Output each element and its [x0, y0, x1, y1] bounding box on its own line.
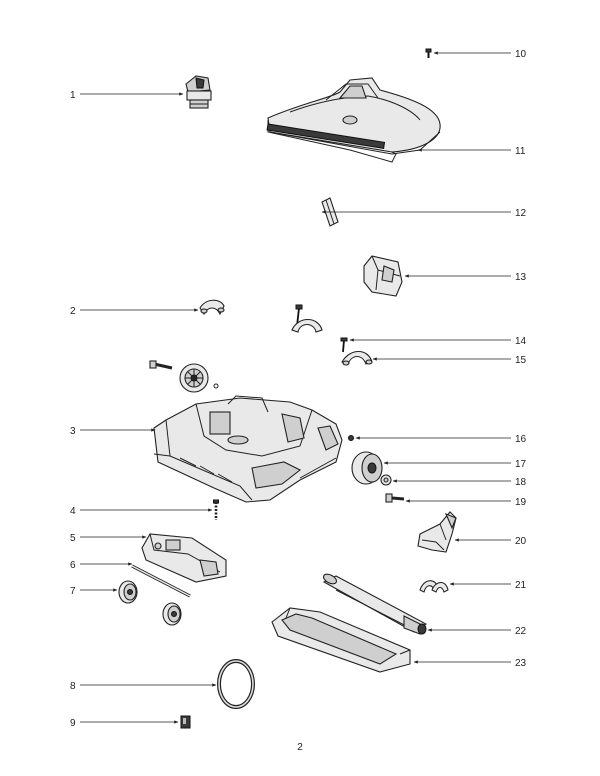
part-14-screw — [340, 337, 348, 353]
page-number: 2 — [297, 742, 303, 753]
part-3-base-housing — [153, 395, 343, 503]
callout-21: 21 — [515, 580, 527, 591]
callout-22: 22 — [515, 626, 527, 637]
part-2-clip — [199, 299, 225, 316]
callout-2: 2 — [70, 306, 76, 317]
callout-11: 11 — [515, 146, 526, 157]
part-19-axle-bolt — [385, 493, 405, 503]
callout-9: 9 — [70, 718, 76, 729]
part-22-brushroll — [322, 573, 428, 635]
leader-lines — [80, 51, 511, 724]
callout-19: 19 — [515, 497, 527, 508]
part-20-release-lever — [417, 511, 457, 553]
callout-6: 6 — [70, 560, 76, 571]
part-23-base-plate — [271, 607, 411, 673]
part-6-axle-rod — [131, 564, 191, 598]
part-7-front-wheels — [118, 580, 182, 626]
callout-17: 17 — [515, 459, 527, 470]
part-14-screw-and-clip-mid — [291, 304, 323, 333]
part-15-clip — [341, 350, 373, 366]
callout-12: 12 — [515, 208, 527, 219]
callout-4: 4 — [70, 506, 76, 517]
part-5-carriage — [141, 533, 227, 583]
part-10-screw — [425, 48, 432, 58]
callout-7: 7 — [70, 586, 76, 597]
callout-5: 5 — [70, 533, 76, 544]
callout-20: 20 — [515, 536, 527, 547]
part-11-nozzle-hood — [266, 77, 441, 163]
callout-18: 18 — [515, 477, 527, 488]
callout-3: 3 — [70, 426, 76, 437]
callout-13: 13 — [515, 272, 527, 283]
part-16-nut — [348, 435, 354, 441]
part-18-washer — [380, 474, 392, 486]
callout-14: 14 — [515, 336, 527, 347]
part-8-belt — [217, 659, 255, 709]
part-21-clips — [419, 580, 449, 593]
part-13-bracket — [363, 255, 403, 297]
part-4-spring-pin — [213, 499, 219, 520]
callout-1: 1 — [70, 90, 76, 101]
callout-8: 8 — [70, 681, 76, 692]
part-9-clip — [180, 715, 191, 729]
callout-16: 16 — [515, 434, 527, 445]
callout-23: 23 — [515, 658, 527, 669]
callout-numbers: 1 2 3 4 5 6 7 8 9 10 11 12 13 14 15 16 1… — [70, 49, 527, 729]
callout-10: 10 — [515, 49, 527, 60]
callout-15: 15 — [515, 355, 527, 366]
part-3-rear-wheel-assembly — [149, 360, 219, 393]
part-17-wheel — [351, 451, 383, 485]
part-1-valve — [185, 75, 212, 109]
